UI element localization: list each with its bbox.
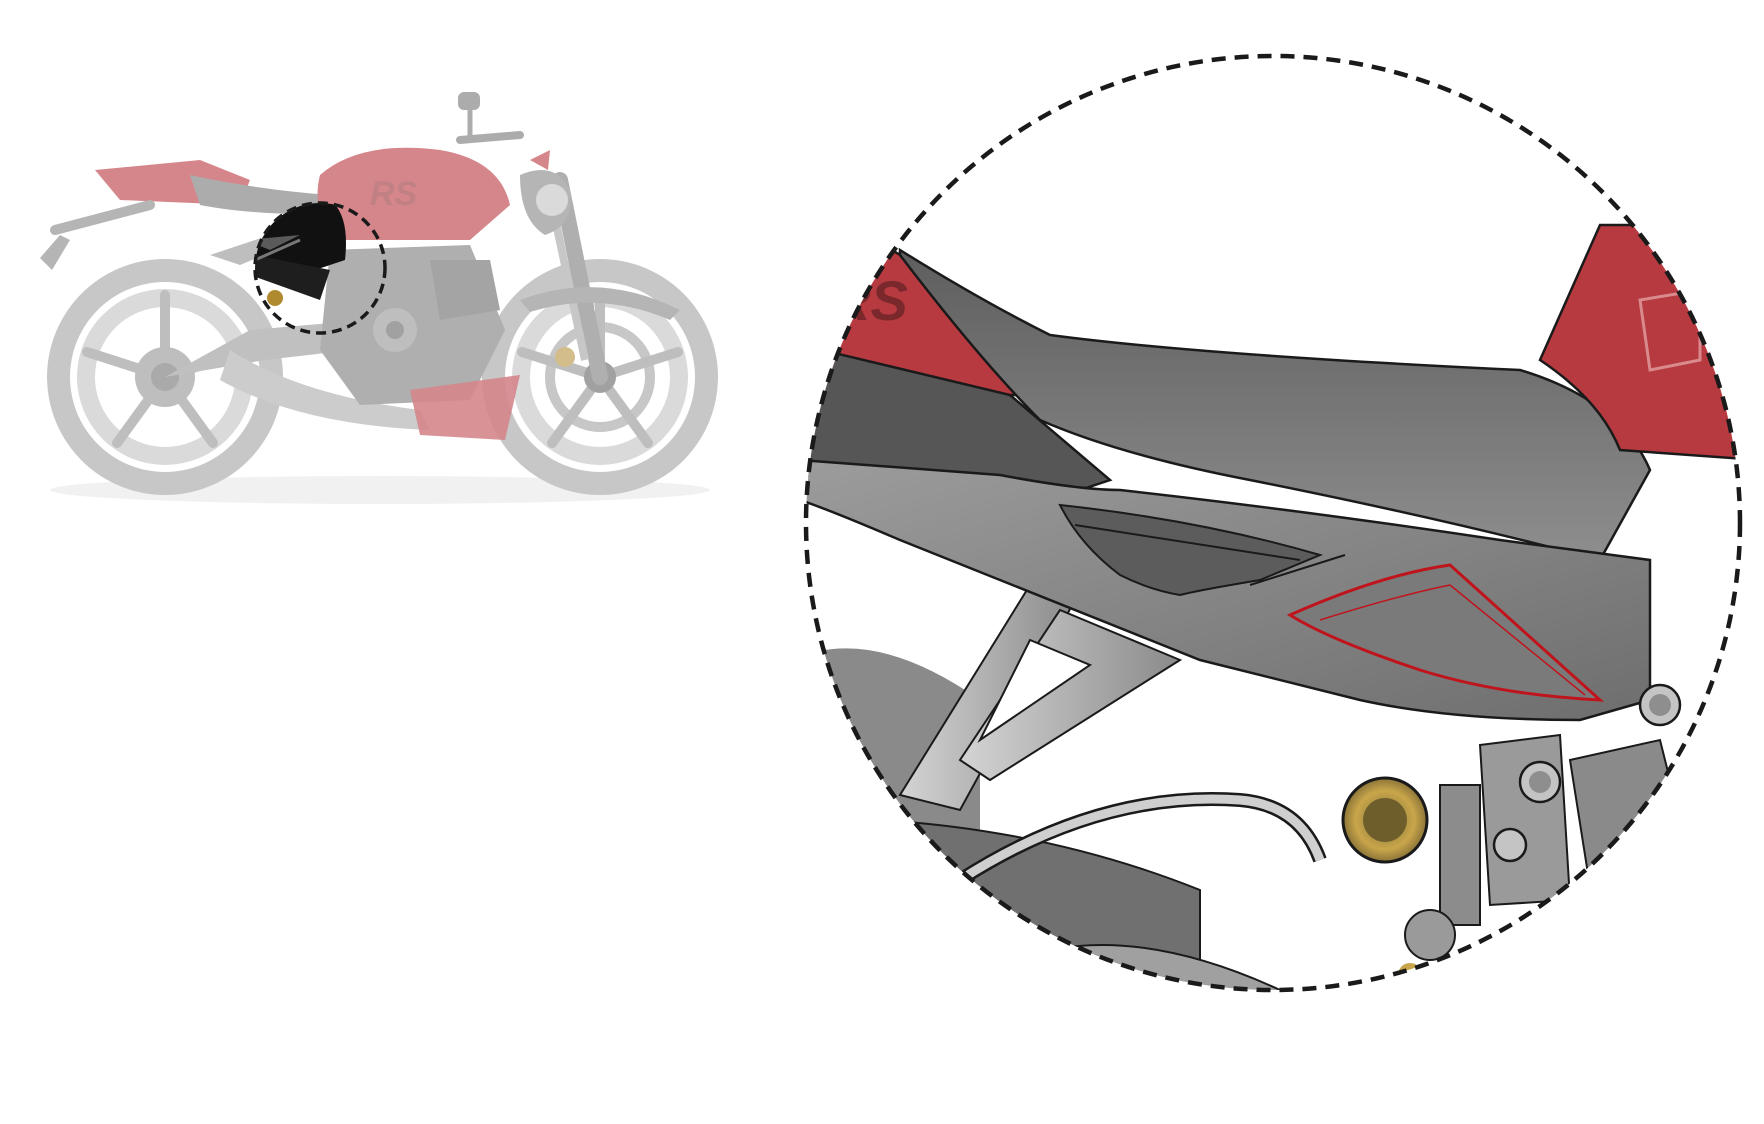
tank-logo-text: RS: [370, 175, 418, 213]
detail-view: RS: [806, 56, 1740, 990]
detail-highlighted-vent: [1286, 563, 1605, 702]
zoom-source-marker: [253, 201, 387, 335]
motorcycle-overview: RS: [40, 92, 718, 504]
zoom-detail-marker: [803, 53, 1743, 993]
detail-side-panel: [806, 458, 1682, 727]
detail-seat: [898, 247, 1652, 562]
headlight-assembly: [456, 92, 571, 235]
exhaust: [220, 350, 430, 430]
engine: [320, 245, 520, 440]
detail-frame-strut: [898, 583, 1183, 812]
fuel-tank: RS: [317, 147, 510, 240]
detail-tail-text: RS: [830, 269, 908, 332]
detail-upper-vent: [1058, 503, 1324, 597]
detail-rear-tire: [806, 648, 980, 990]
